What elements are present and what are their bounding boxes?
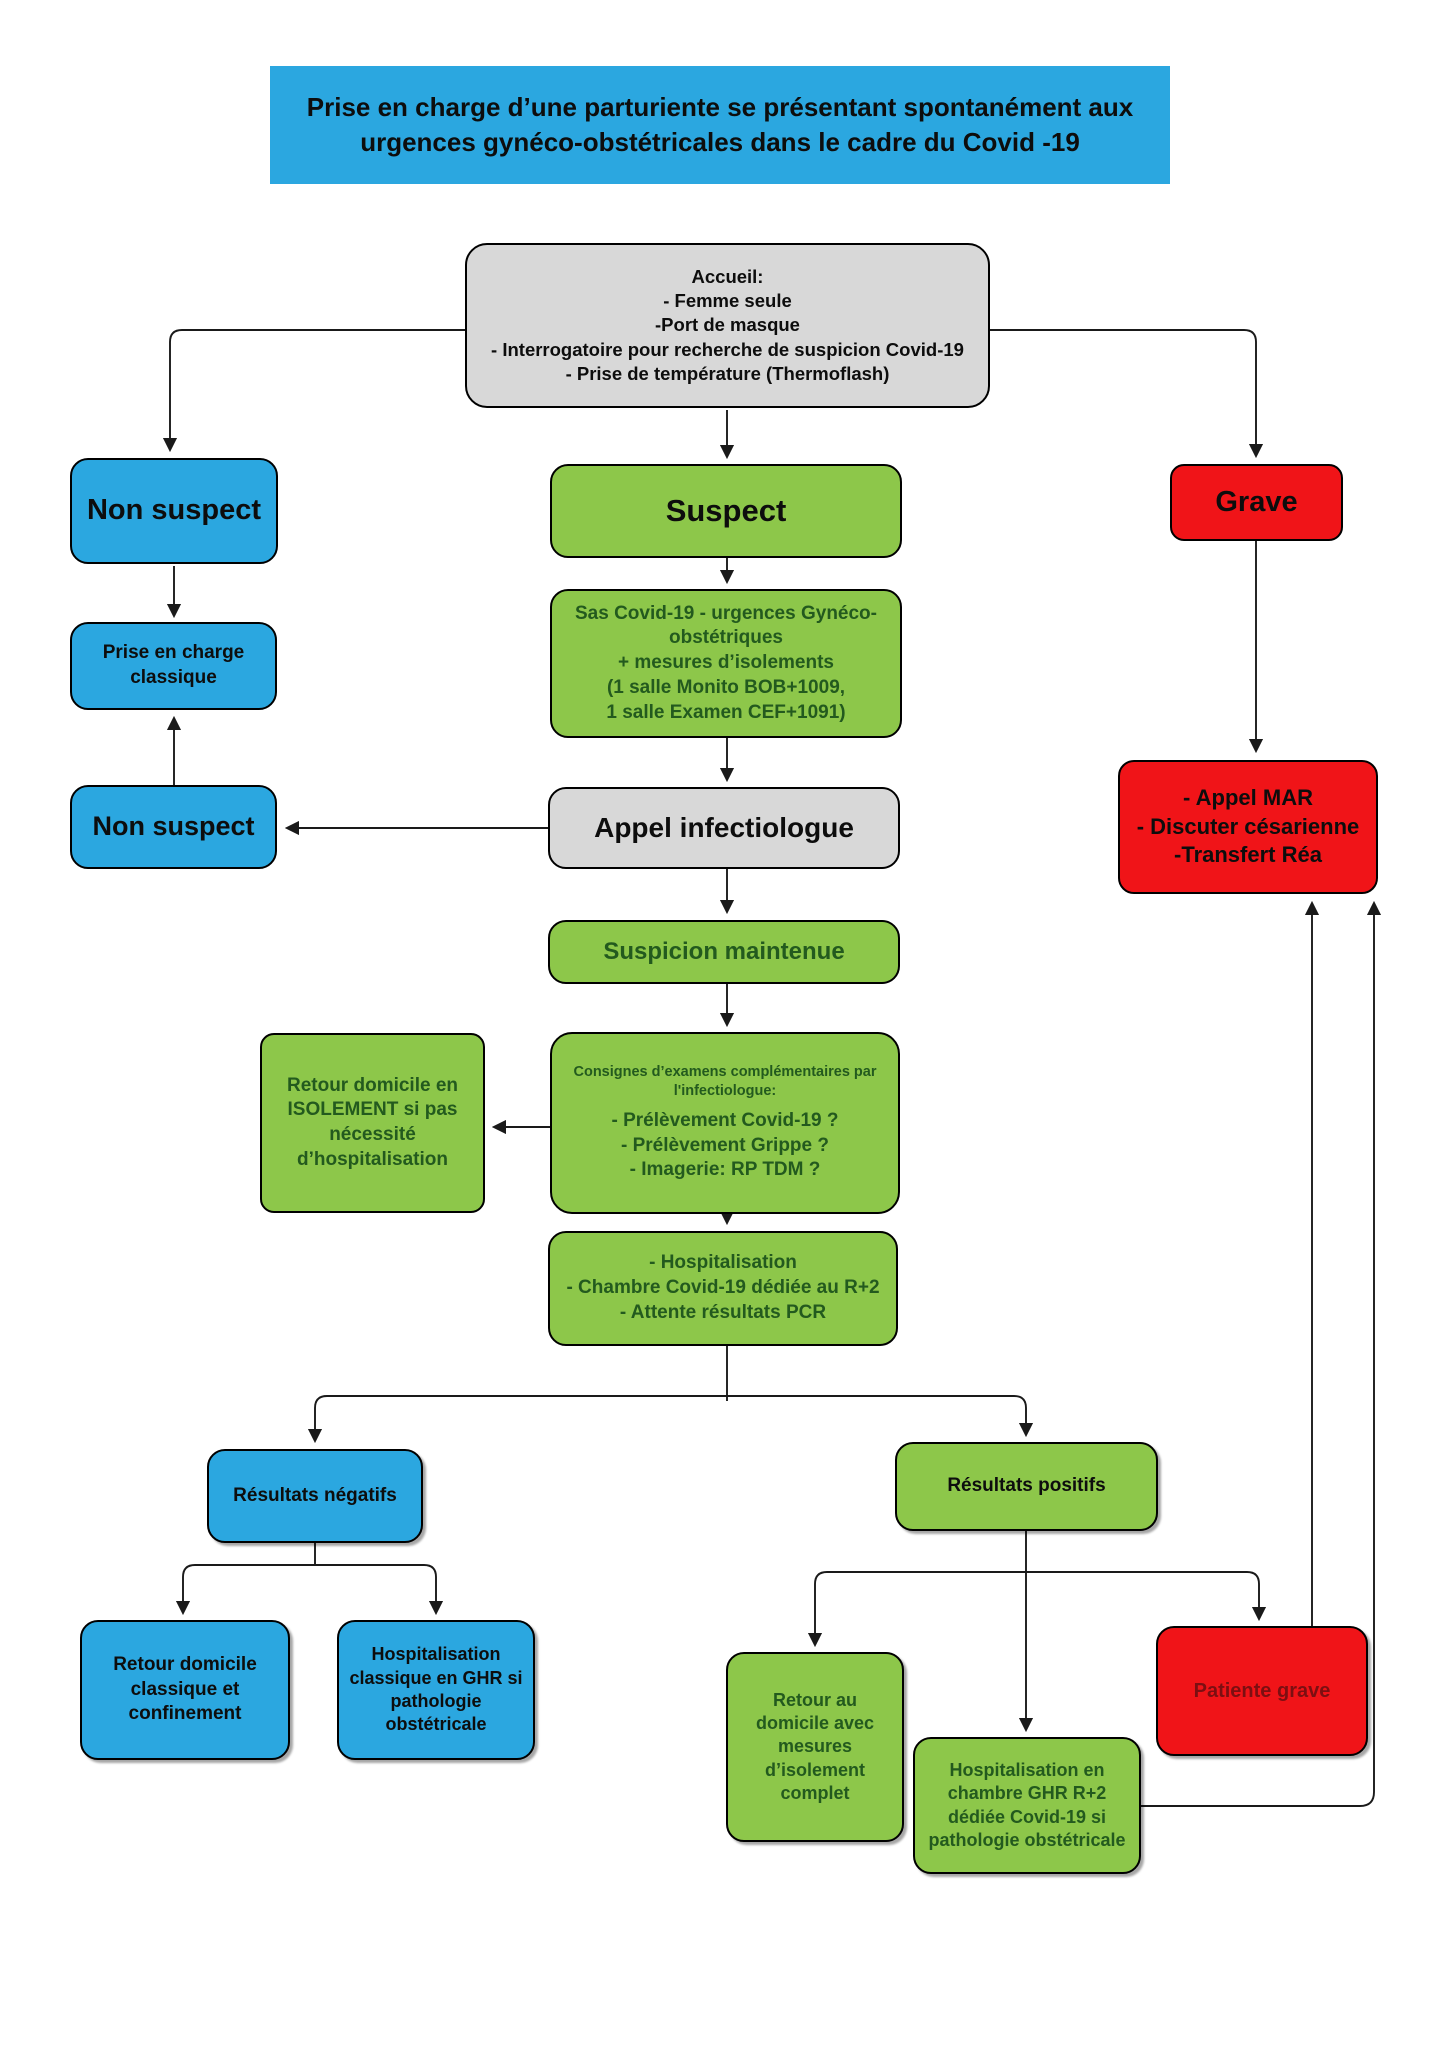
node-retour-domicile-isolement: Retour domicile en ISOLEMENT si pas néce… [260,1033,485,1213]
node-prise-en-charge-classique: Prise en charge classique [70,622,277,710]
consignes-items: - Prélèvement Covid-19 ? - Prélèvement G… [611,1109,839,1181]
node-appel-infectiologue: Appel infectiologue [548,787,900,869]
edge-neg-ghr [315,1564,444,1616]
edge-hosp-positifs [727,1395,1034,1438]
node-non-suspect: Non suspect [70,458,278,564]
node-resultats-positifs: Résultats positifs [895,1442,1158,1531]
edge-accueil-nonsuspect [162,329,465,453]
node-accueil: Accueil: - Femme seule -Port de masque -… [465,243,990,408]
node-consignes-examens: Consignes d’examens complémentaires par … [550,1032,900,1214]
node-grave: Grave [1170,464,1343,541]
node-non-suspect-2: Non suspect [70,785,277,869]
flowchart-title: Prise en charge d’une parturiente se pré… [270,66,1170,184]
node-sas-covid: Sas Covid-19 - urgences Gynéco- obstétri… [550,589,902,738]
node-appel-mar: - Appel MAR - Discuter césarienne -Trans… [1118,760,1378,894]
edge-hosp-negatifs [307,1395,727,1444]
node-resultats-negatifs: Résultats négatifs [207,1449,423,1543]
node-retour-domicile-isolement-complet: Retour au domicile avec mesures d’isolem… [726,1652,904,1842]
edge-accueil-grave [990,329,1264,459]
edge-pos-retourcomplet [807,1571,1026,1648]
node-hospitalisation-ghr-classique: Hospitalisation classique en GHR si path… [337,1620,535,1760]
node-hospitalisation-ghr-covid: Hospitalisation en chambre GHR R+2 dédié… [913,1737,1141,1874]
node-retour-domicile-confinement: Retour domicile classique et confinement [80,1620,290,1760]
node-hospitalisation-attente-pcr: - Hospitalisation - Chambre Covid-19 déd… [548,1231,898,1346]
edge-pos-patientegrave [1026,1571,1267,1622]
node-suspicion-maintenue: Suspicion maintenue [548,920,900,984]
edge-neg-retour [175,1564,315,1616]
node-suspect: Suspect [550,464,902,558]
consignes-header: Consignes d’examens complémentaires par … [573,1064,877,1099]
node-patiente-grave: Patiente grave [1156,1626,1368,1756]
